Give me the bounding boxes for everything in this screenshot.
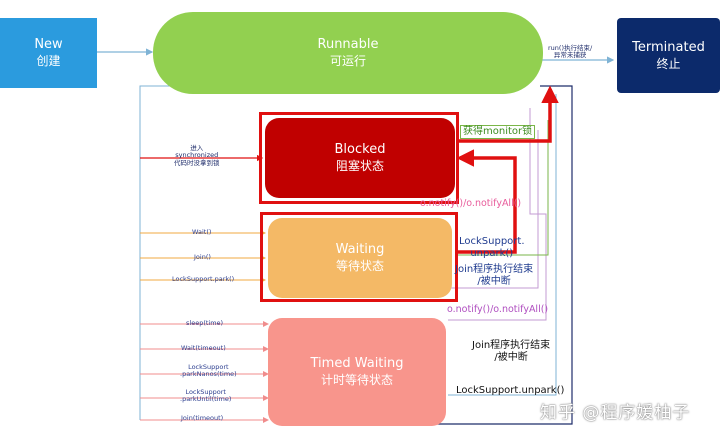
label-parkuntil-2: .parkUntil(time) — [180, 395, 232, 404]
return-line-blue — [448, 94, 557, 396]
state-runnable-en: Runnable — [317, 37, 379, 52]
label-notify-1: o.notify()/o.notifyAll() — [420, 198, 522, 209]
state-timed-waiting: Timed Waiting 计时等待状态 — [268, 318, 446, 426]
state-terminated: Terminated 终止 — [617, 18, 720, 93]
label-join-timeout: Join(timeout) — [181, 414, 224, 422]
state-new-en: New — [34, 37, 63, 52]
label-parknanos-1: LockSupport — [188, 363, 229, 371]
label-join-end-2a: Join程序执行结束 — [472, 340, 551, 351]
state-runnable-zh: 可运行 — [329, 54, 366, 68]
label-enter-synchronized: 进入 synchronized 代码时没拿到锁 — [174, 144, 220, 167]
state-terminated-en: Terminated — [632, 39, 705, 55]
label-sleep: sleep(time) — [186, 319, 224, 327]
state-runnable: Runnable 可运行 — [153, 12, 543, 94]
label-run-end: run()执行结束/ 异常未捕获 — [548, 44, 593, 60]
label-join-end-2b: /被中断 — [494, 351, 528, 363]
waiting-highlight-frame — [260, 212, 458, 302]
return-line-green — [455, 120, 549, 256]
label-parkuntil-1: LockSupport — [185, 388, 226, 396]
state-blocked-zh: 阻塞状态 — [335, 159, 384, 173]
label-unpark-1: LockSupport. — [459, 236, 525, 247]
label-parknanos-2: .parkNanos(time) — [180, 370, 237, 379]
arrow-waiting-blocked — [456, 149, 517, 254]
arrow-blocked-runnable — [457, 85, 559, 143]
label-wait-timeout: Wait(timeout) — [181, 344, 226, 352]
return-line-purple — [448, 108, 547, 321]
label-join-end-1: Join程序执行结束 /被中断 — [455, 264, 533, 287]
return-line-purple-2 — [448, 130, 539, 289]
label-get-monitor: 获得monitor锁 — [460, 125, 536, 139]
state-timed-waiting-en: Timed Waiting — [310, 356, 404, 371]
state-waiting-en: Waiting — [335, 242, 385, 257]
state-waiting: Waiting 等待状态 — [268, 218, 452, 298]
label-locksupport-unpark: LockSupport. unpark() — [459, 236, 525, 259]
state-terminated-zh: 终止 — [656, 56, 681, 71]
state-waiting-zh: 等待状态 — [335, 259, 384, 273]
label-enter-2: synchronized — [175, 151, 219, 160]
label-join: Join() — [194, 253, 211, 261]
label-unpark-2: unpark() — [470, 247, 514, 259]
watermark: 知乎 @程序媛柚子 — [540, 403, 691, 423]
label-join-end-1b: /被中断 — [477, 275, 511, 287]
state-new: New 创建 — [0, 18, 97, 88]
state-blocked: Blocked 阻塞状态 — [265, 118, 455, 198]
label-parkuntil: LockSupport .parkUntil(time) — [180, 388, 232, 404]
label-join-end-2: Join程序执行结束 /被中断 — [472, 340, 550, 363]
state-timed-waiting-zh: 计时等待状态 — [320, 373, 393, 387]
blocked-highlight-frame — [259, 112, 459, 204]
label-join-end-1a: Join程序执行结束 — [455, 264, 534, 275]
label-run-end-2: 异常未捕获 — [553, 51, 587, 60]
label-unpark-timed: LockSupport.unpark() — [456, 385, 565, 396]
label-enter-1: 进入 — [190, 144, 204, 152]
label-notify-2: o.notify()/o.notifyAll() — [447, 304, 549, 315]
state-blocked-en: Blocked — [334, 142, 386, 157]
label-wait: Wait() — [192, 228, 212, 236]
label-parknanos: LockSupport .parkNanos(time) — [180, 363, 237, 379]
label-enter-3: 代码时没拿到锁 — [174, 158, 220, 167]
label-run-end-1: run()执行结束/ — [548, 44, 593, 52]
label-locksupport-park: LockSupport.park() — [172, 275, 235, 283]
state-new-zh: 创建 — [36, 54, 61, 68]
